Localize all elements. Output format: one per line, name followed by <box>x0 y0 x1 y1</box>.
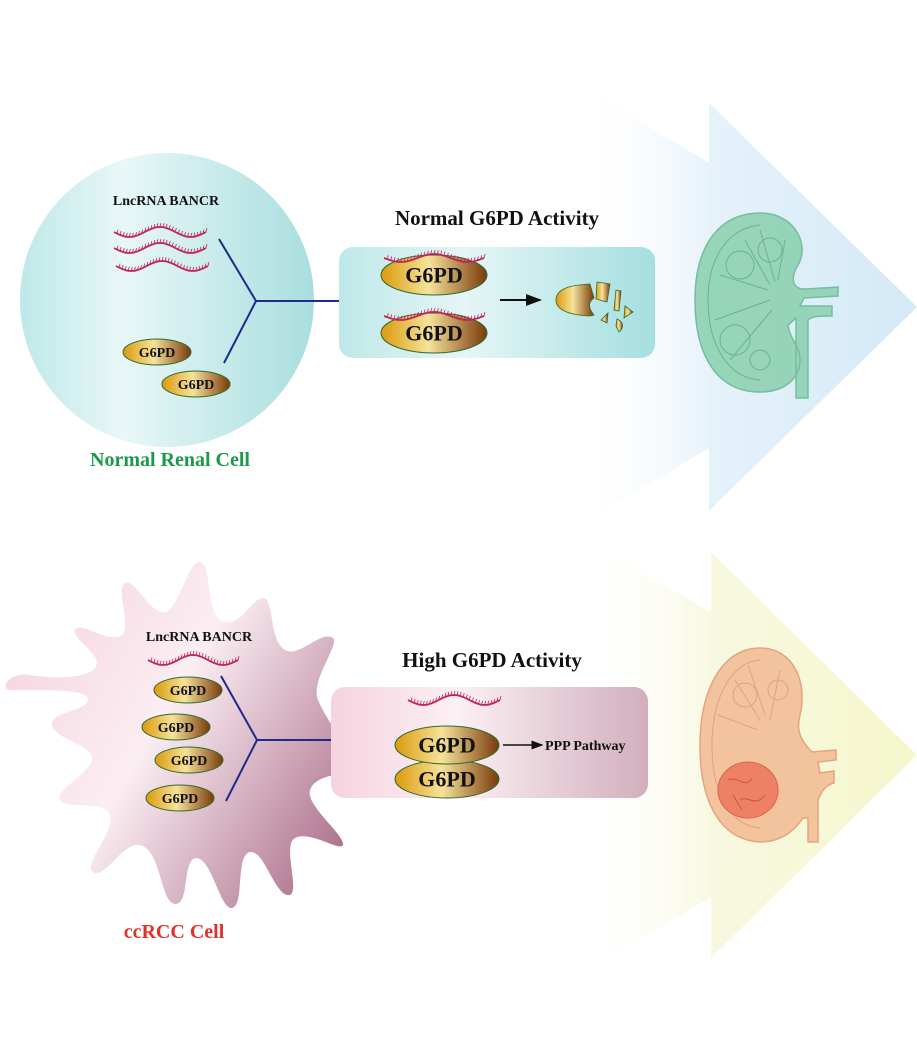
ccrcc-cell-label: ccRCC Cell <box>124 921 225 943</box>
enzyme-label: G6PD <box>162 792 199 807</box>
normal-panel: LncRNA BANCR G6PD G6PD Normal G6PD Activi… <box>20 82 917 528</box>
g6pd-enzyme-dimer: G6PD <box>394 759 500 799</box>
g6pd-enzyme: G6PD <box>161 370 231 398</box>
g6pd-enzyme-dimer: G6PD <box>394 725 500 765</box>
lncrna-bancr-strands <box>113 222 210 272</box>
g6pd-enzyme: G6PD <box>145 784 215 812</box>
enzyme-label: G6PD <box>139 346 176 361</box>
lncrna-strand <box>113 222 208 238</box>
lncrna-strand <box>147 650 240 666</box>
cancer-panel: LncRNA BANCR G6PD G6PD G6PD G6PD High G6PD … <box>5 538 917 975</box>
enzyme-label: G6PD <box>171 754 208 769</box>
enzyme-label: G6PD <box>158 721 195 736</box>
g6pd-enzyme: G6PD <box>153 676 223 704</box>
normal-activity-title: Normal G6PD Activity <box>395 206 600 230</box>
cancer-activity-title: High G6PD Activity <box>402 648 582 672</box>
cancer-free-enzymes: G6PD G6PD G6PD G6PD <box>141 676 224 812</box>
bound-lncrna-strand <box>383 307 486 321</box>
ppp-pathway-label: PPP Pathway <box>545 739 626 754</box>
lncrna-strand <box>113 238 208 254</box>
g6pd-enzyme-bound: G6PD <box>380 254 488 296</box>
degraded-enzyme-fragments-icon <box>555 281 634 333</box>
normal-complex-enzymes: G6PD G6PD <box>380 249 488 354</box>
normal-renal-cell <box>20 153 314 447</box>
g6pd-enzyme-bound: G6PD <box>380 312 488 354</box>
bound-lncrna-strand <box>383 249 486 263</box>
lncrna-strand-unbound <box>407 690 502 706</box>
enzyme-label: G6PD <box>418 767 475 792</box>
cancer-rna-label: LncRNA BANCR <box>146 630 253 645</box>
cancer-lncrna-bancr-strand <box>147 650 240 666</box>
cancer-complex-enzymes: G6PD G6PD <box>394 690 502 799</box>
normal-renal-cell-label: Normal Renal Cell <box>90 449 250 471</box>
enzyme-label: G6PD <box>405 321 462 346</box>
enzyme-label: G6PD <box>178 378 215 393</box>
enzyme-label: G6PD <box>418 733 475 758</box>
enzyme-label: G6PD <box>170 684 207 699</box>
tumor-kidney-icon <box>699 647 837 843</box>
normal-rna-label: LncRNA BANCR <box>113 194 220 209</box>
healthy-kidney-icon <box>694 212 839 399</box>
g6pd-enzyme: G6PD <box>122 338 192 366</box>
enzyme-label: G6PD <box>405 263 462 288</box>
g6pd-enzyme: G6PD <box>141 713 211 741</box>
lncrna-strand <box>115 256 210 272</box>
normal-free-enzymes: G6PD G6PD <box>122 338 231 398</box>
tumor-mass <box>717 761 779 819</box>
g6pd-enzyme: G6PD <box>154 746 224 774</box>
